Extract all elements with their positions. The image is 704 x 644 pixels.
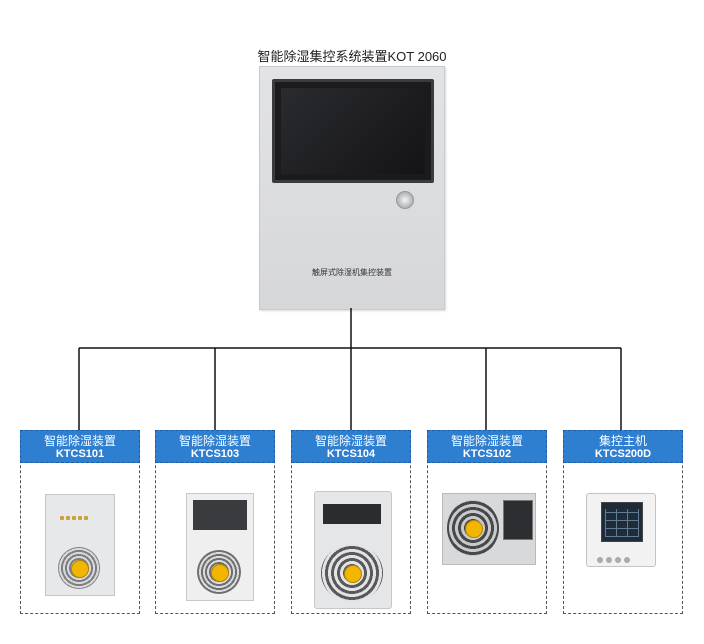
controller-host-image [586, 493, 656, 567]
device-card-ktcs103: 智能除湿装置 KTCS103 [155, 430, 275, 614]
device-name: 智能除湿装置 [314, 434, 387, 448]
lock-knob [396, 191, 414, 209]
touch-screen [272, 79, 434, 183]
device-model: KTCS104 [326, 448, 376, 460]
display-screen [601, 502, 643, 542]
main-title: 智能除湿集控系统装置KOT 2060 [257, 49, 447, 64]
device-header: 智能除湿装置 KTCS104 [291, 430, 411, 463]
fan-icon [447, 500, 499, 556]
dehumidifier-image [45, 494, 115, 596]
cabinet-label: 触屏式除湿机集控装置 [312, 268, 392, 277]
dehumidifier-image [314, 491, 392, 609]
device-name: 智能除湿装置 [43, 434, 116, 448]
fan-icon [58, 547, 100, 589]
fan-icon [321, 544, 383, 602]
dehumidifier-image [186, 493, 254, 601]
device-model: KTCS102 [462, 448, 512, 460]
control-panel [323, 504, 381, 524]
device-card-ktcs104: 智能除湿装置 KTCS104 [291, 430, 411, 614]
device-model: KTCS103 [190, 448, 240, 460]
central-controller-cabinet: 触屏式除湿机集控装置 [259, 66, 445, 310]
fan-icon [197, 550, 241, 594]
device-card-ktcs102: 智能除湿装置 KTCS102 [427, 430, 547, 614]
device-header: 智能除湿装置 KTCS102 [427, 430, 547, 463]
device-model: KTCS101 [55, 448, 105, 460]
control-panel [193, 500, 247, 530]
dehumidifier-image [442, 493, 536, 565]
device-card-ktcs101: 智能除湿装置 KTCS101 [20, 430, 140, 614]
device-header: 集控主机 KTCS200D [563, 430, 683, 463]
device-name: 智能除湿装置 [450, 434, 523, 448]
device-model: KTCS200D [594, 448, 652, 460]
device-name: 集控主机 [598, 434, 647, 448]
device-card-ktcs200d: 集控主机 KTCS200D [563, 430, 683, 614]
control-panel [503, 500, 533, 540]
device-name: 智能除湿装置 [178, 434, 251, 448]
device-header: 智能除湿装置 KTCS103 [155, 430, 275, 463]
device-header: 智能除湿装置 KTCS101 [20, 430, 140, 463]
